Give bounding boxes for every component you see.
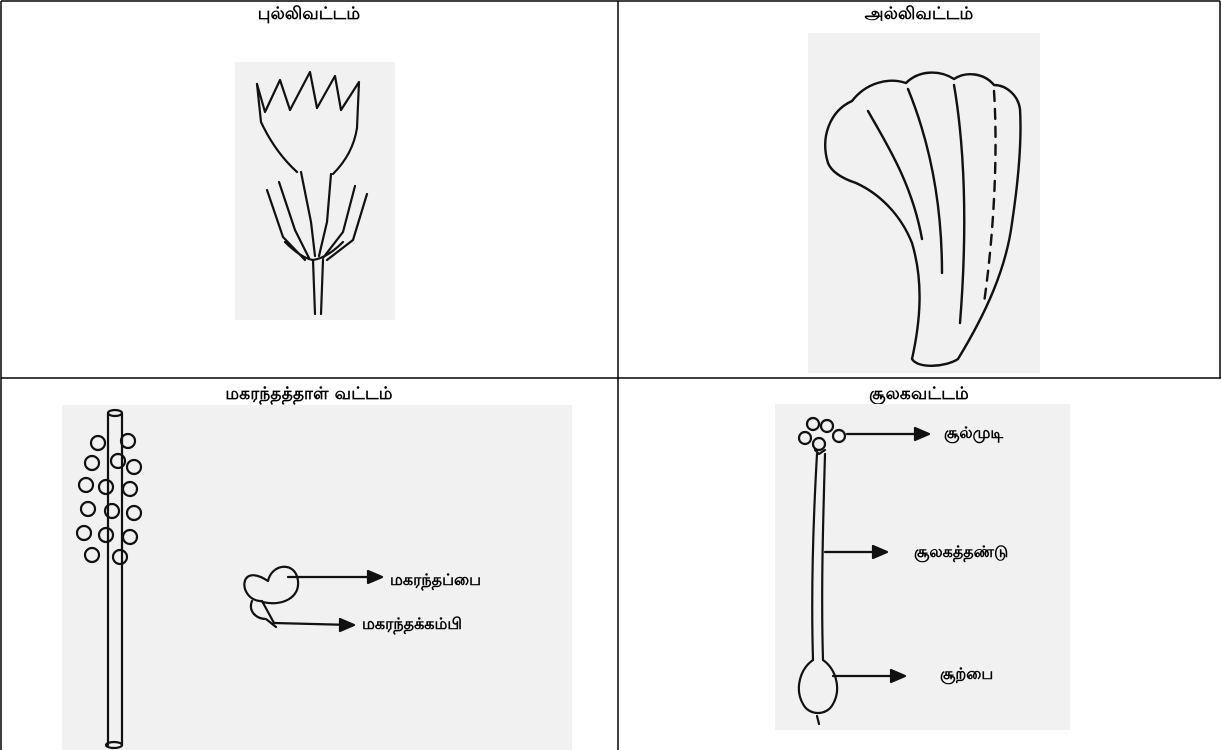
petals-title: அல்லிவட்டம் bbox=[618, 4, 1220, 26]
pistil-diagram bbox=[775, 404, 1070, 730]
pistil-title: சூலகவட்டம் bbox=[618, 384, 1220, 406]
ovary-label: சூற்பை bbox=[940, 664, 993, 685]
petals-diagram bbox=[808, 33, 1040, 373]
anther-label: மகரந்தப்பை bbox=[390, 570, 481, 591]
stamens-diagram bbox=[62, 405, 572, 750]
filament-label: மகரந்தக்கம்பி bbox=[362, 614, 462, 635]
sepals-title: புல்லிவட்டம் bbox=[0, 4, 618, 26]
sepals-diagram bbox=[235, 62, 395, 320]
stigma-label: சூல்முடி bbox=[944, 423, 1003, 444]
stamens-title: மகரந்தத்தாள் வட்டம் bbox=[0, 384, 618, 406]
style-label: சூலகத்தண்டு bbox=[914, 542, 1008, 563]
